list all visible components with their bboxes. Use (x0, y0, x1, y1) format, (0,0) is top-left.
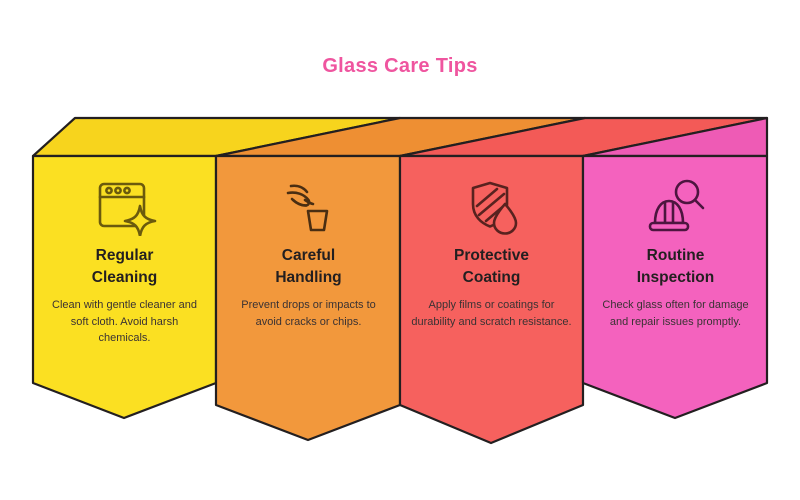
panel-heading: Careful Handling (275, 247, 342, 286)
window-sparkle-icon (98, 182, 156, 236)
panel-body-text: Prevent drops or impacts to avoid cracks… (241, 299, 376, 328)
hardhat-magnifier-icon (648, 179, 704, 232)
panel-heading: Regular Cleaning (91, 247, 158, 286)
panel-body-regular-cleaning[interactable] (31, 154, 218, 420)
panel-body-protective-coating[interactable] (398, 154, 585, 445)
hand-glass-icon (286, 184, 328, 232)
panel-content-protective-coating: Protective Coating Apply films or coatin… (405, 178, 578, 330)
shield-droplet-icon (471, 181, 517, 235)
panel-content-careful-handling: Careful Handling Prevent drops or impact… (222, 178, 395, 330)
page-title: Glass Care Tips (322, 55, 478, 77)
panel-body-text: Clean with gentle cleaner and soft cloth… (52, 299, 197, 345)
panel-body-text: Check glass often for damage and repair … (602, 299, 749, 328)
panel-body-text: Apply films or coatings for durability a… (411, 299, 572, 328)
panel-body-routine-inspection[interactable] (581, 154, 769, 420)
panel-body-careful-handling[interactable] (214, 154, 402, 442)
panel-content-routine-inspection: Routine Inspection Check glass often for… (589, 178, 762, 330)
panel-heading: Protective Coating (454, 247, 529, 286)
panel-content-regular-cleaning: Regular Cleaning Clean with gentle clean… (38, 178, 211, 347)
panel-heading: Routine Inspection (636, 247, 715, 286)
